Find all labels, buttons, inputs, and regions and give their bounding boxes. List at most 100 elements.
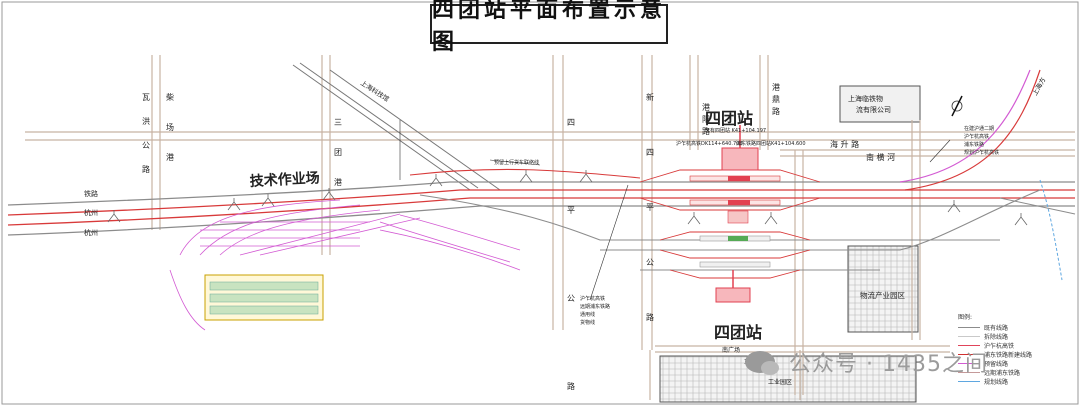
station-name-north: 四团站 xyxy=(705,109,753,128)
watermark-text: 公众号 · 1435之间 xyxy=(789,352,988,377)
road-char: 四 xyxy=(646,148,654,157)
station-tracks xyxy=(639,169,821,279)
annotation-3: 预留上行货车联络线 xyxy=(494,159,539,166)
legend-item: 既有线路 xyxy=(958,323,1032,332)
legend-label: 既有线路 xyxy=(984,325,1009,332)
legend: 图例: 既有线路 拆除线路 沪乍杭高铁 浦东铁路新建线路 预留线路 远期浦东铁路… xyxy=(958,312,1032,386)
road-char: 瓦 xyxy=(142,93,150,102)
road-char: 场 xyxy=(166,123,174,132)
main-rail-corridor xyxy=(7,69,1076,281)
company-label-line2: 流有限公司 xyxy=(856,105,891,114)
line-label-hangzhou1: 杭州 xyxy=(84,208,98,217)
legend-item: 拆除线路 xyxy=(958,332,1032,341)
road-char: 港 xyxy=(334,177,342,187)
legend-label: 预留线路 xyxy=(984,361,1009,368)
road-char: 柴 xyxy=(166,92,174,102)
horizontal-roads xyxy=(25,131,1075,353)
leader-lines xyxy=(399,120,951,301)
road-label-chanzhang: 柴场港 xyxy=(166,92,174,162)
legend-swatch-2 xyxy=(958,345,980,346)
road-char: 四 xyxy=(567,118,575,127)
depot-yard xyxy=(204,274,324,321)
line-label-hangzhou2: 杭州 xyxy=(84,228,98,237)
annotation-11: 规划沪乍杭高铁 xyxy=(964,149,999,156)
road-char: 平 xyxy=(646,203,654,212)
road-char: 公 xyxy=(646,258,654,267)
page-title: 四团站平面布置示意图 xyxy=(432,0,667,55)
diagonal-line xyxy=(292,62,501,191)
annotation-9: 沪乍杭高铁 xyxy=(964,133,989,140)
vertical-roads xyxy=(151,55,921,400)
annotation-8: 在建沪通二期 xyxy=(964,125,994,132)
logistics-park-label: 物流产业园区 xyxy=(860,290,905,300)
annotation-7: 货物线 xyxy=(580,319,595,326)
legend-swatch-3 xyxy=(958,354,980,355)
depot-tracks xyxy=(169,199,521,331)
platforms xyxy=(689,175,781,268)
watermark: 公众号 · 1435之间 xyxy=(745,346,988,378)
road-char: 港 xyxy=(166,152,174,162)
legend-label: 规划线路 xyxy=(984,379,1009,386)
south-square-label: 南广场 xyxy=(722,346,740,354)
road-label-gangding: 港鼎路 xyxy=(772,82,780,116)
legend-label: 远期浦东铁路 xyxy=(984,370,1021,377)
pylons xyxy=(107,170,1028,226)
legend-swatch-4 xyxy=(958,363,980,364)
legend-label: 沪乍杭高铁 xyxy=(984,343,1015,350)
lingang-company-block xyxy=(839,85,921,123)
annotation-5: 远期浦东铁路 xyxy=(580,303,610,310)
road-char: 公 xyxy=(142,141,150,150)
legend-swatch-1 xyxy=(958,336,980,337)
road-label-nanheng: 南 横 河 xyxy=(866,152,895,162)
annotation-10: 浦东铁路 xyxy=(964,141,984,148)
title-box: 四团站平面布置示意图 xyxy=(430,0,668,55)
annotation-1: 沪乍杭高铁DK114+640.703 xyxy=(676,140,743,147)
line-label-shanghai: 上海方 xyxy=(1030,75,1048,97)
legend-item: 远期浦东铁路 xyxy=(958,368,1032,377)
north-arrow xyxy=(951,95,963,117)
legend-swatch-0 xyxy=(958,327,980,328)
road-char: 团 xyxy=(334,148,342,157)
line-label-keji: 上海科技馆 xyxy=(359,78,392,104)
industrial-label: 工业园区 xyxy=(768,378,792,386)
road-label-haisheng: 海 升 路 xyxy=(830,139,859,149)
road-char: 港 xyxy=(772,82,780,92)
depot-label: 技术作业场 xyxy=(249,169,320,190)
industrial-park-block xyxy=(659,355,917,403)
legend-item: 规划线路 xyxy=(958,377,1032,386)
road-char: 洪 xyxy=(142,116,150,126)
wechat-icon xyxy=(745,351,779,375)
legend-swatch-5 xyxy=(958,372,980,373)
north-station-building xyxy=(721,147,759,171)
road-char: 路 xyxy=(567,381,575,391)
road-char: 阳 xyxy=(702,115,710,124)
annotation-2: 浦东铁路四团站K41+104.600 xyxy=(736,140,806,147)
annotation-6: 通用线 xyxy=(580,311,595,318)
legend-swatch-6 xyxy=(958,381,980,382)
legend-item: 浦东铁路新建线路 xyxy=(958,350,1032,359)
road-char: 鼎 xyxy=(772,95,780,104)
road-char: 平 xyxy=(567,206,575,215)
annotation-4: 沪乍杭高铁 xyxy=(580,295,605,302)
road-char: 路 xyxy=(646,312,654,322)
road-char: 路 xyxy=(772,106,780,116)
legend-item: 沪乍杭高铁 xyxy=(958,341,1032,350)
legend-item: 预留线路 xyxy=(958,359,1032,368)
road-label-santuan: 三团港 xyxy=(334,118,342,187)
annotation-0: 既有四团站 K41+104.197 xyxy=(705,127,766,134)
line-label-tiejin: 铁路 xyxy=(84,189,98,198)
legend-label: 浦东铁路新建线路 xyxy=(984,352,1033,359)
road-char: 三 xyxy=(334,118,342,127)
road-char: 新 xyxy=(646,92,654,102)
station-name-south: 四团站 xyxy=(714,323,762,342)
road-char: 路 xyxy=(702,126,710,136)
legend-heading: 图例: xyxy=(958,314,973,321)
company-label-line1: 上海临铁物 xyxy=(848,94,883,103)
road-char: 路 xyxy=(142,164,150,174)
